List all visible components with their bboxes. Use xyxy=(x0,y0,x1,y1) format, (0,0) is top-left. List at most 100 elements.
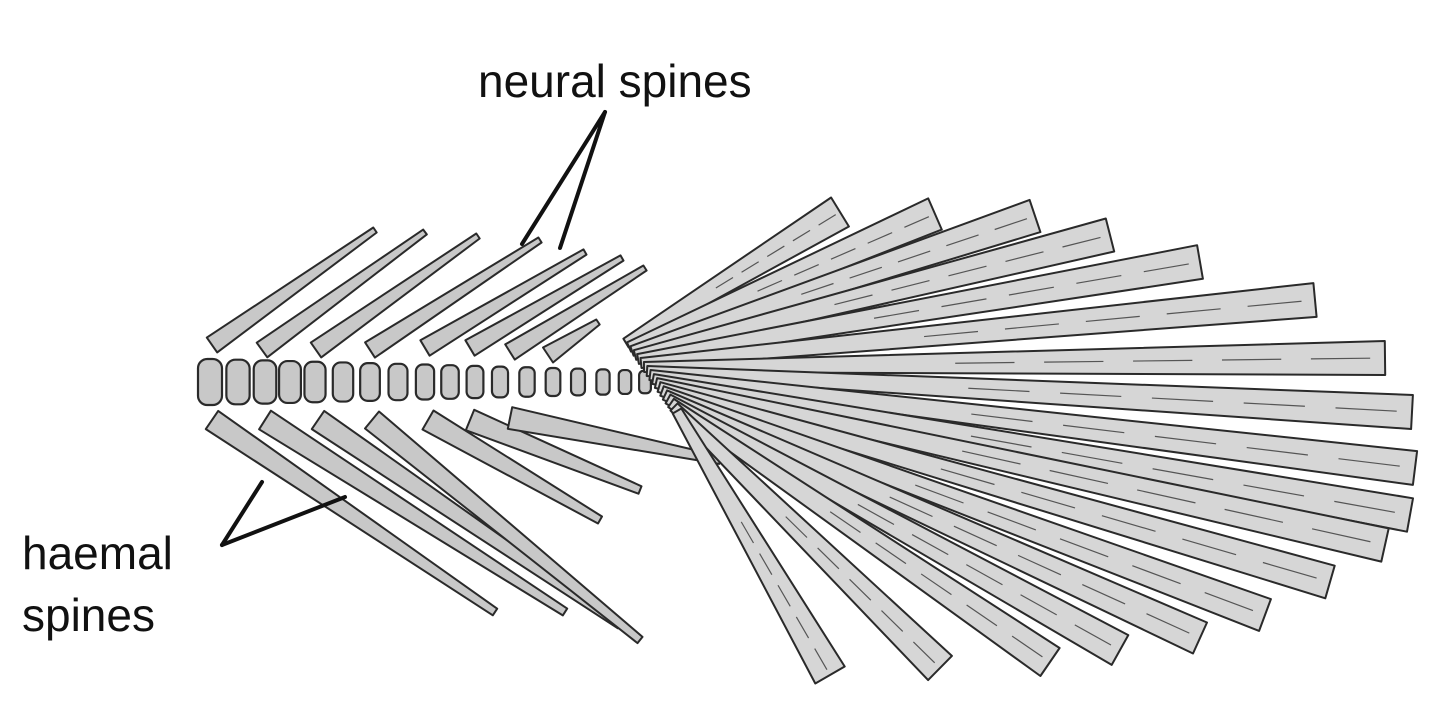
fin-ray-segment xyxy=(966,564,1003,586)
fin-ray-segment xyxy=(1021,491,1076,509)
fin-ray-segment xyxy=(715,276,734,289)
fin-ray-segment xyxy=(1085,315,1140,323)
fin-ray xyxy=(636,244,1204,365)
fin-ray-segment xyxy=(924,330,979,338)
neural-spine xyxy=(504,264,648,361)
fin-ray-segment xyxy=(1338,458,1400,467)
fin-ray-segment xyxy=(1137,489,1196,504)
fin-ray-segment xyxy=(1059,538,1109,558)
fin-ray xyxy=(659,385,1272,632)
fin-ray-segment xyxy=(1166,308,1221,315)
vertebral-column xyxy=(196,357,652,407)
fin-ray-segment xyxy=(1020,594,1058,616)
fin-ray-segment xyxy=(1224,508,1284,523)
haemal-leader-line-2 xyxy=(220,495,347,547)
fin-ray-segment xyxy=(1062,236,1101,248)
fin-ray xyxy=(629,198,1042,357)
vertebra xyxy=(277,359,303,405)
fin-ray-segment xyxy=(1101,515,1156,532)
vertebra xyxy=(595,368,611,396)
fin-ray-segment xyxy=(966,604,998,627)
vertebra xyxy=(490,365,510,399)
fin-ray xyxy=(645,365,1414,430)
haemal-spines-leader-lines xyxy=(220,480,347,547)
fin-ray-segment xyxy=(1143,263,1189,273)
neural-spine xyxy=(464,254,625,357)
vertebra xyxy=(252,359,278,405)
fin-ray-segment xyxy=(1133,359,1193,362)
neural-spine xyxy=(419,248,588,357)
fin-ray xyxy=(639,282,1318,369)
fin-ray-segment xyxy=(1049,469,1109,485)
haemal-spine xyxy=(364,410,644,645)
fin-ray-segment xyxy=(1063,424,1125,434)
fin-ray-segment xyxy=(889,496,933,518)
fin-ray-segment xyxy=(1060,392,1122,398)
fin-ray-segment xyxy=(994,218,1028,231)
fin-ray-segment xyxy=(829,511,861,533)
fin-ray-segment xyxy=(911,534,949,556)
fin-ray-segment xyxy=(948,265,987,277)
fin-ray-segment xyxy=(777,584,791,607)
fin-ray-segment xyxy=(830,248,856,260)
fin-ray xyxy=(661,389,1208,655)
fin-ray-segment xyxy=(757,279,783,292)
fin-ray xyxy=(671,407,846,685)
fin-ray-segment xyxy=(818,214,837,226)
fin-ray-segment xyxy=(740,521,755,544)
vertebra xyxy=(331,361,355,403)
vertebra xyxy=(359,362,381,402)
fin-ray-segment xyxy=(1262,561,1317,579)
fin-ray-segment xyxy=(792,229,811,242)
haemal-spines-group xyxy=(204,406,722,645)
fin-ray-segment xyxy=(1146,613,1190,634)
fin-ray-segment xyxy=(785,516,808,538)
fin-ray-segment xyxy=(834,294,873,306)
fin-ray-segment xyxy=(1151,397,1214,402)
haemal-spines-label-line1: haemal xyxy=(22,527,173,579)
vertebra xyxy=(465,364,485,400)
fin-ray-segment xyxy=(953,525,997,547)
fin-ray-segment xyxy=(1182,538,1237,556)
fin-ray-segment xyxy=(1061,451,1123,464)
fin-ray-segment xyxy=(867,232,893,244)
fin-ray-segment xyxy=(1310,357,1371,360)
haemal-leader-line-1 xyxy=(220,480,264,547)
fin-ray-segment xyxy=(1082,583,1126,605)
fin-ray-segment xyxy=(881,610,904,632)
fin-ray-segment xyxy=(891,280,930,291)
vertebra xyxy=(387,362,409,402)
fin-ray xyxy=(656,381,1336,600)
fin-ray-segment xyxy=(971,413,1033,423)
fin-ray-segment xyxy=(766,245,785,258)
vertebra xyxy=(225,358,251,406)
neural-spines-leader-lines xyxy=(520,110,607,250)
neural-spines-group xyxy=(205,226,648,364)
haemal-spine xyxy=(464,408,643,495)
fin-ray-segment xyxy=(912,641,936,664)
neural-spine xyxy=(364,236,543,359)
vertebra xyxy=(303,360,327,404)
neural-leader-line-2 xyxy=(558,110,607,250)
fin-ray-segment xyxy=(1221,358,1282,361)
fin-ray-segment xyxy=(1243,402,1305,407)
neural-spine xyxy=(309,232,481,359)
caudal-fin-rays xyxy=(622,196,1419,685)
haemal-spines-label-line2: spines xyxy=(22,589,155,641)
vertebra xyxy=(440,364,460,400)
fin-ray-segment xyxy=(1152,468,1214,481)
fin-ray-segment xyxy=(1044,360,1104,363)
fin-ray-segment xyxy=(970,435,1032,448)
fin-ray-segment xyxy=(849,578,872,601)
fin-ray-segment xyxy=(962,450,1021,465)
fin-ray-segment xyxy=(741,261,759,273)
fin-ray-segment xyxy=(1076,274,1122,284)
fin-ray-segment xyxy=(968,387,1030,393)
fin-ray xyxy=(653,377,1390,563)
fin-ray-segment xyxy=(941,298,987,308)
fin-ray-segment xyxy=(955,361,1015,364)
fin-ray-segment xyxy=(1334,500,1395,513)
fin-ray xyxy=(622,196,850,349)
fin-ray-segment xyxy=(1011,635,1043,658)
